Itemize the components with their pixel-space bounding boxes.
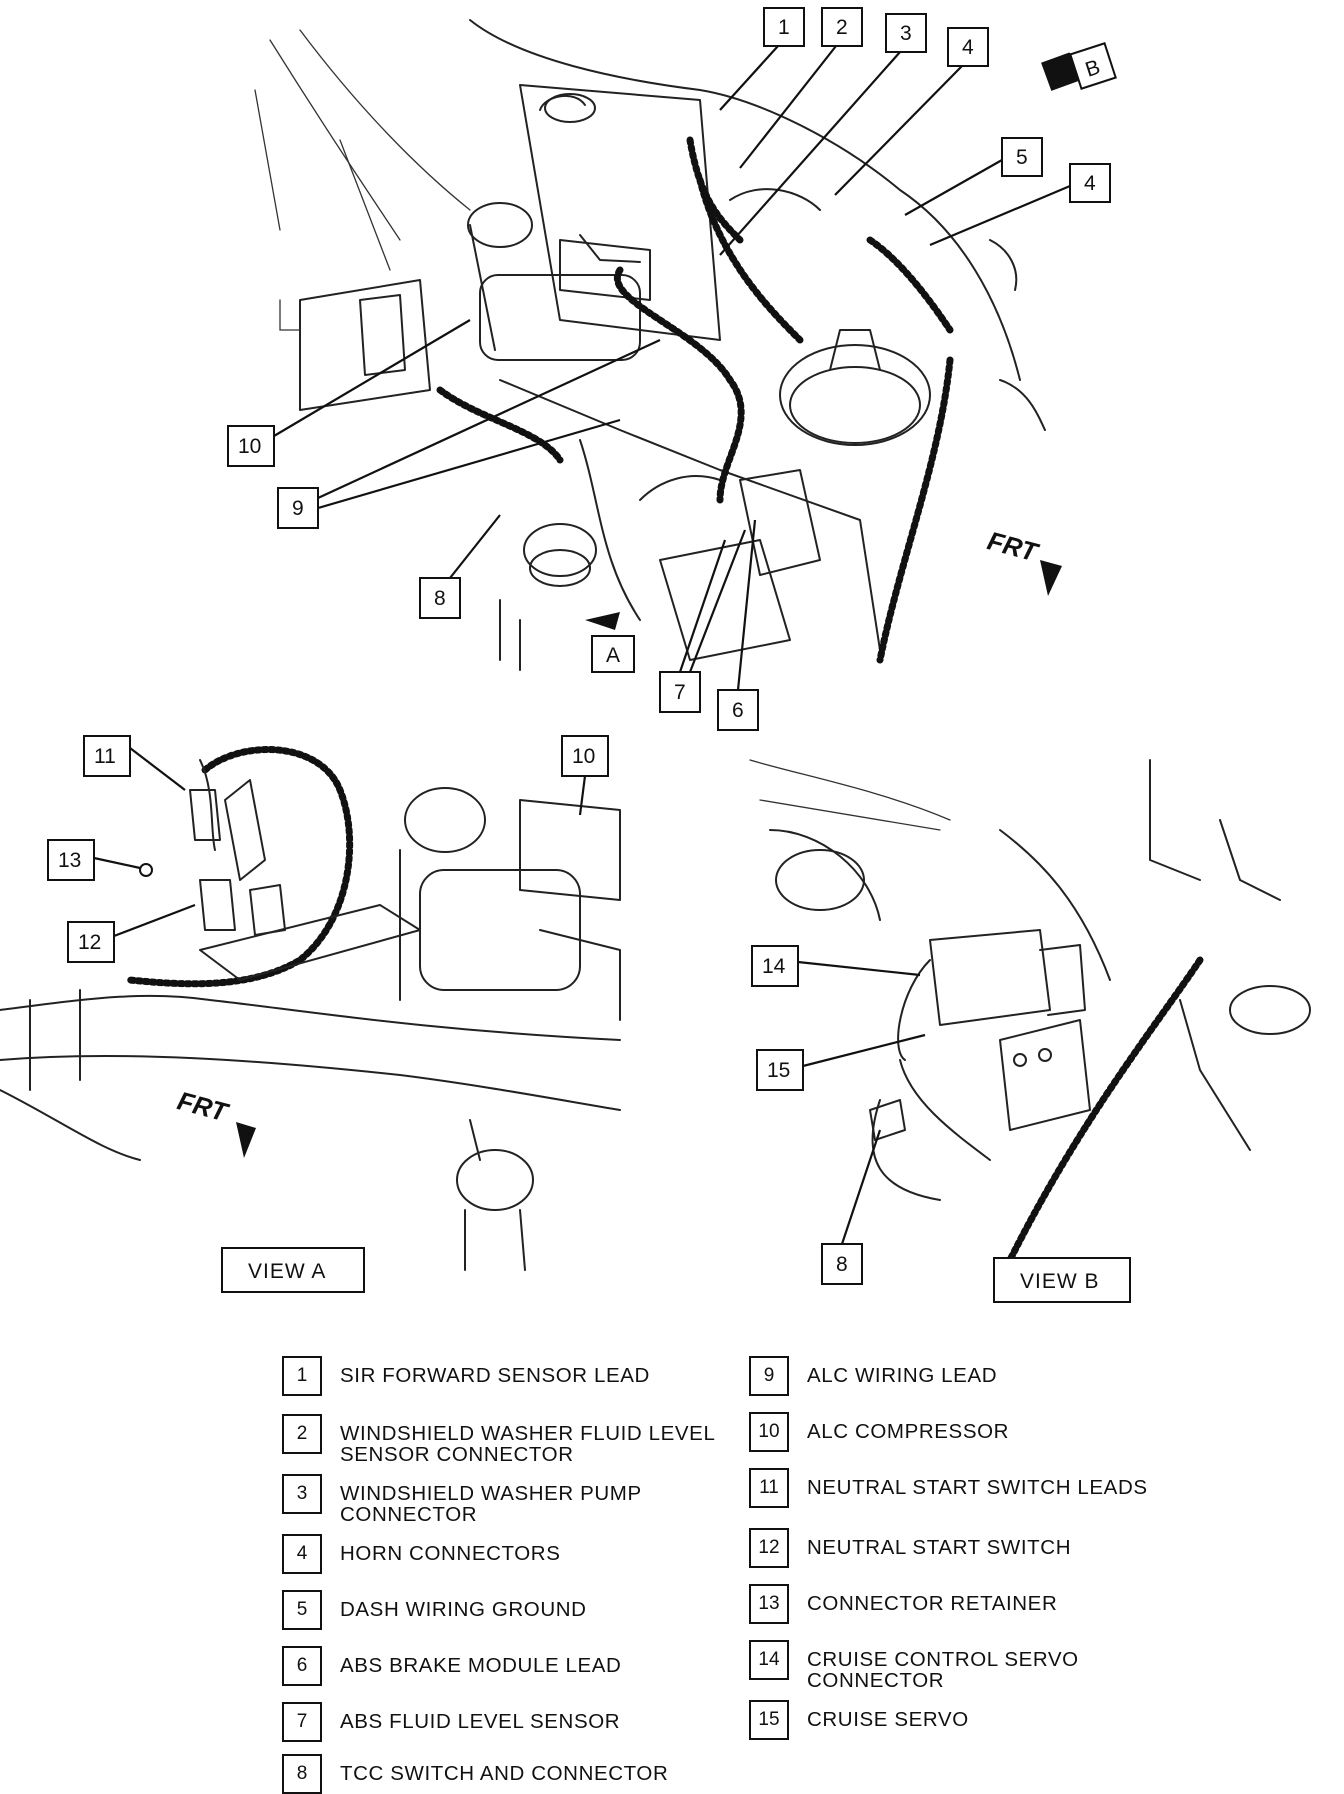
- callout-10-view-a: 10: [561, 735, 609, 816]
- legend-description: SIR FORWARD SENSOR LEAD: [340, 1364, 650, 1387]
- legend-item-15: 15 CRUISE SERVO: [749, 1700, 1187, 1740]
- legend-item-8: 8 TCC SWITCH AND CONNECTOR: [282, 1754, 720, 1794]
- callout-4b: 4: [929, 163, 1111, 247]
- legend-item-7: 7 ABS FLUID LEVEL SENSOR: [282, 1702, 720, 1742]
- callout-5: 5: [904, 137, 1043, 216]
- callout-12: 12: [67, 903, 196, 963]
- legend-number: 1: [282, 1356, 322, 1396]
- legend-number: 14: [749, 1640, 789, 1680]
- svg-text:2: 2: [836, 16, 848, 39]
- legend-item-14: 14 CRUISE CONTROL SERVO CONNECTOR: [749, 1640, 1187, 1691]
- svg-text:15: 15: [767, 1059, 790, 1082]
- callout-3: 3: [719, 13, 927, 256]
- legend-description: CONNECTOR RETAINER: [807, 1592, 1058, 1615]
- legend-item-13: 13 CONNECTOR RETAINER: [749, 1584, 1187, 1624]
- legend-description: CRUISE SERVO: [807, 1708, 969, 1731]
- view-a-panel: FRT 11 13 12 10 VIEW A: [0, 735, 621, 1293]
- legend-item-2: 2 WINDSHIELD WASHER FLUID LEVEL SENSOR C…: [282, 1414, 720, 1465]
- callout-7: 7: [659, 529, 747, 713]
- svg-text:14: 14: [762, 955, 786, 978]
- view-a-title-box: [221, 1247, 365, 1293]
- callout-4a: 4: [834, 27, 989, 196]
- legend-description: WINDSHIELD WASHER PUMP CONNECTOR: [340, 1482, 642, 1526]
- callout-1: 1: [719, 7, 805, 111]
- legend-item-3: 3 WINDSHIELD WASHER PUMP CONNECTOR: [282, 1474, 720, 1525]
- svg-text:5: 5: [1016, 146, 1028, 169]
- legend-number: 5: [282, 1590, 322, 1630]
- svg-text:8: 8: [836, 1253, 848, 1276]
- legend-item-10: 10 ALC COMPRESSOR: [749, 1412, 1187, 1452]
- legend-number: 13: [749, 1584, 789, 1624]
- legend-item-4: 4 HORN CONNECTORS: [282, 1534, 720, 1574]
- svg-text:4: 4: [1084, 172, 1096, 195]
- legend-number: 6: [282, 1646, 322, 1686]
- legend-description: DASH WIRING GROUND: [340, 1598, 587, 1621]
- svg-text:9: 9: [292, 497, 304, 520]
- legend-number: 9: [749, 1356, 789, 1396]
- legend-item-11: 11 NEUTRAL START SWITCH LEADS: [749, 1468, 1187, 1508]
- callout-8-main: 8: [419, 514, 501, 619]
- main-engine-view: B A FRT 1 2 3 4 5: [227, 7, 1117, 731]
- legend-description: TCC SWITCH AND CONNECTOR: [340, 1762, 669, 1785]
- legend: 1 SIR FORWARD SENSOR LEAD 2 WINDSHIELD W…: [282, 1356, 1182, 1794]
- legend-number: 10: [749, 1412, 789, 1452]
- legend-description: NEUTRAL START SWITCH: [807, 1536, 1072, 1559]
- view-a-marker: A: [606, 644, 620, 667]
- callout-2: 2: [739, 7, 863, 169]
- legend-description: CRUISE CONTROL SERVO CONNECTOR: [807, 1648, 1079, 1692]
- callout-9: 9: [277, 339, 661, 529]
- legend-number: 12: [749, 1528, 789, 1568]
- view-b-panel: 14 15 8 VIEW B: [749, 759, 1311, 1303]
- frt-label-main: FRT: [984, 525, 1042, 567]
- legend-number: 15: [749, 1700, 789, 1740]
- view-b-title: VIEW B: [1020, 1270, 1100, 1293]
- svg-text:12: 12: [78, 931, 101, 954]
- svg-text:4: 4: [962, 36, 974, 59]
- view-a-marker-box: [591, 635, 635, 673]
- legend-number: 8: [282, 1754, 322, 1794]
- legend-number: 4: [282, 1534, 322, 1574]
- frt-label-view-a: FRT: [174, 1085, 232, 1127]
- legend-item-12: 12 NEUTRAL START SWITCH: [749, 1528, 1187, 1568]
- svg-text:7: 7: [674, 681, 686, 704]
- legend-item-9: 9 ALC WIRING LEAD: [749, 1356, 1187, 1396]
- view-a-title: VIEW A: [248, 1260, 326, 1283]
- legend-description: HORN CONNECTORS: [340, 1542, 561, 1565]
- legend-number: 3: [282, 1474, 322, 1514]
- legend-description: NEUTRAL START SWITCH LEADS: [807, 1476, 1148, 1499]
- legend-description: ABS FLUID LEVEL SENSOR: [340, 1710, 621, 1733]
- legend-item-5: 5 DASH WIRING GROUND: [282, 1590, 720, 1630]
- svg-text:8: 8: [434, 587, 446, 610]
- svg-text:13: 13: [58, 849, 81, 872]
- svg-text:1: 1: [778, 16, 790, 39]
- svg-text:10: 10: [238, 435, 261, 458]
- svg-text:6: 6: [732, 699, 744, 722]
- callout-10-main: 10: [227, 319, 471, 467]
- legend-description: ABS BRAKE MODULE LEAD: [340, 1654, 622, 1677]
- svg-text:3: 3: [900, 22, 912, 45]
- callout-11: 11: [83, 735, 186, 791]
- view-b-marker: B: [1083, 56, 1103, 82]
- svg-text:10: 10: [572, 745, 595, 768]
- legend-description: WINDSHIELD WASHER FLUID LEVEL SENSOR CON…: [340, 1422, 715, 1466]
- callout-8-view-b: 8: [821, 1129, 882, 1285]
- legend-number: 11: [749, 1468, 789, 1508]
- callout-14: 14: [751, 945, 921, 987]
- svg-text:11: 11: [94, 745, 116, 768]
- legend-number: 2: [282, 1414, 322, 1454]
- legend-description: ALC COMPRESSOR: [807, 1420, 1010, 1443]
- view-b-title-box: [993, 1257, 1131, 1303]
- view-b-marker-box: [1069, 42, 1117, 90]
- legend-item-6: 6 ABS BRAKE MODULE LEAD: [282, 1646, 720, 1686]
- callout-13: 13: [47, 839, 153, 881]
- callout-6: 6: [717, 519, 759, 731]
- legend-description: ALC WIRING LEAD: [807, 1364, 998, 1387]
- legend-number: 7: [282, 1702, 322, 1742]
- callout-15: 15: [756, 1033, 926, 1091]
- legend-item-1: 1 SIR FORWARD SENSOR LEAD: [282, 1356, 720, 1396]
